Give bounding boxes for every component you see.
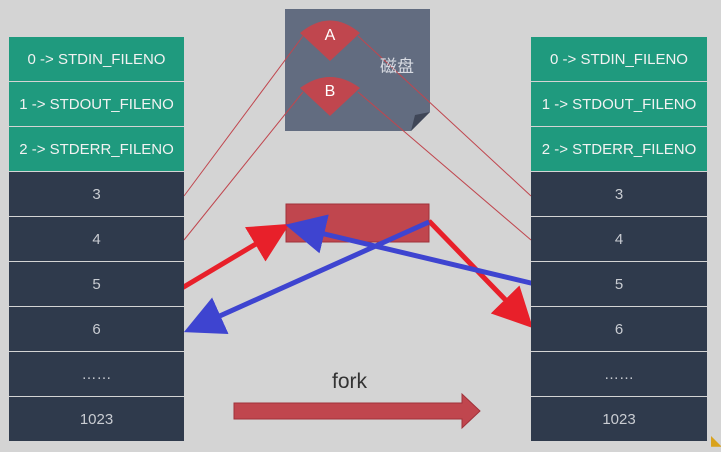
blue-arrow-file-to-left-fd6 — [183, 219, 431, 334]
fork-label: fork — [332, 370, 368, 393]
child-fd-row: 3 — [531, 172, 707, 216]
parent-fd-row: 2 -> STDERR_FILENO — [9, 127, 184, 171]
link-left-fd3-sector-a — [183, 35, 304, 197]
child-fd-row: 5 — [531, 262, 707, 306]
parent-fd-row: …… — [9, 352, 184, 396]
corner-logo-icon: ◣ — [711, 432, 721, 448]
sector-a-shape — [300, 20, 360, 61]
file-object-box — [285, 203, 430, 243]
fork-arrow — [233, 392, 481, 430]
child-fd-row: 6 — [531, 307, 707, 351]
link-right-fd3-sector-a — [357, 35, 532, 197]
sector-a-label: A — [324, 27, 336, 44]
link-left-fd4-sector-b — [183, 91, 304, 241]
child-fd-row: 0 -> STDIN_FILENO — [531, 37, 707, 81]
link-right-fd4-sector-b — [357, 91, 532, 241]
sector-b-label: B — [324, 83, 336, 100]
child-fd-row: 1023 — [531, 397, 707, 441]
disk-page-fold — [411, 112, 430, 131]
child-fd-row: 4 — [531, 217, 707, 261]
child-fd-row: …… — [531, 352, 707, 396]
parent-fd-row: 1023 — [9, 397, 184, 441]
parent-fd-row: 1 -> STDOUT_FILENO — [9, 82, 184, 126]
child-fd-row: 2 -> STDERR_FILENO — [531, 127, 707, 171]
disk-label: 磁盘 — [380, 57, 414, 77]
blue-arrow-right-fd5-to-file — [285, 214, 536, 287]
parent-fd-row: 4 — [9, 217, 184, 261]
parent-fd-row: 6 — [9, 307, 184, 351]
parent-fd-row: 3 — [9, 172, 184, 216]
red-arrow-left-fd5-to-file — [180, 223, 290, 291]
parent-fd-row: 0 -> STDIN_FILENO — [9, 37, 184, 81]
child-fd-row: 1 -> STDOUT_FILENO — [531, 82, 707, 126]
parent-fd-row: 5 — [9, 262, 184, 306]
sector-b-shape — [300, 77, 360, 116]
